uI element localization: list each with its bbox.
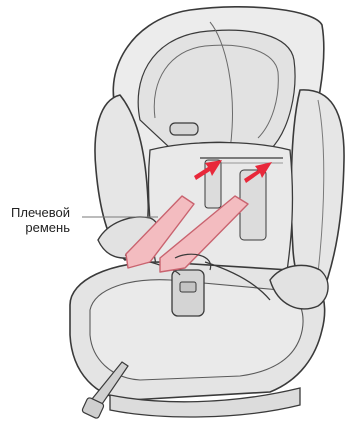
headrest-padding <box>138 30 295 150</box>
headrest-adjust-handle <box>170 123 198 135</box>
crotch-buckle <box>172 270 204 316</box>
buckle-release <box>180 282 196 292</box>
callout-label-line2: ремень <box>0 220 70 235</box>
callout-label-line1: Плечевой <box>0 205 70 220</box>
